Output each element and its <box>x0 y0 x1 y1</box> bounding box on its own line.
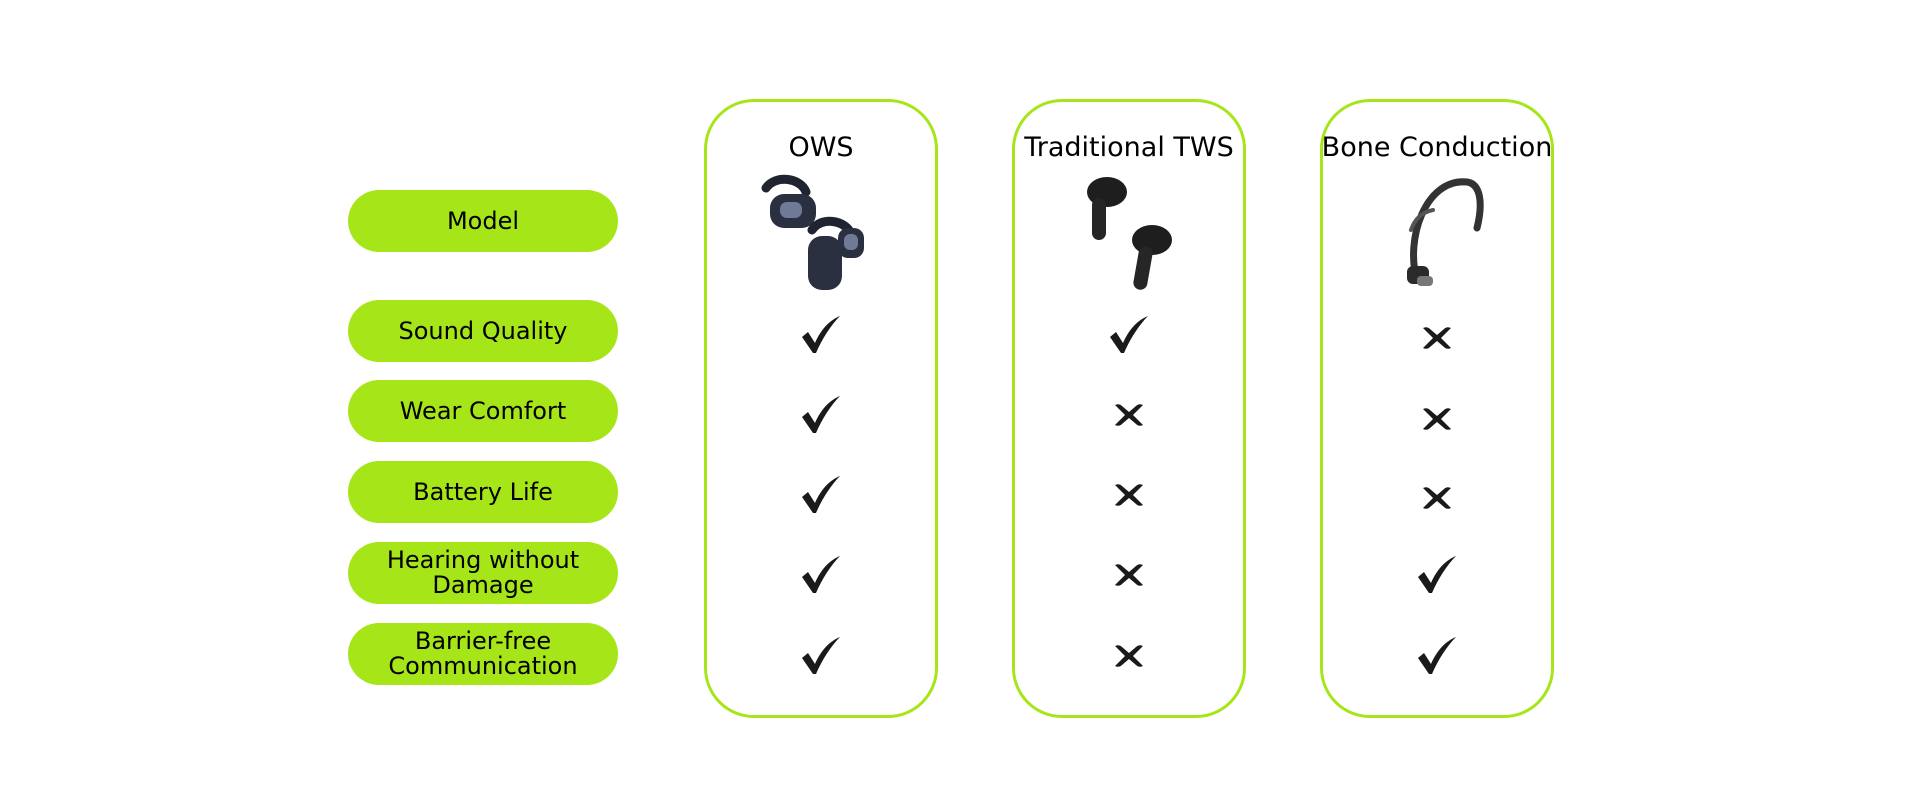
true-wireless-earbuds-icon <box>1015 170 1243 298</box>
check-icon <box>802 396 840 433</box>
mark-ows-battery-life <box>707 472 935 518</box>
column-ows: OWS <box>704 99 938 718</box>
column-traditional-tws: Traditional TWS <box>1012 99 1246 718</box>
label-sound-quality: Sound Quality <box>348 300 618 362</box>
mark-tws-battery-life <box>1015 472 1243 518</box>
bone-conduction-headphones-icon <box>1323 170 1551 298</box>
mark-tws-sound-quality <box>1015 312 1243 358</box>
mark-bone-sound-quality <box>1323 315 1551 361</box>
mark-tws-wear-comfort <box>1015 392 1243 438</box>
check-icon <box>802 316 840 353</box>
open-wearable-earbuds-icon <box>707 170 935 298</box>
label-wear-comfort: Wear Comfort <box>348 380 618 442</box>
column-title: Traditional TWS <box>1024 132 1234 163</box>
label-battery-life: Battery Life <box>348 461 618 523</box>
cross-icon <box>1115 645 1143 667</box>
check-icon <box>802 637 840 674</box>
column-bone-conduction: Bone Conduction <box>1320 99 1554 718</box>
cross-icon <box>1423 408 1451 430</box>
mark-ows-hearing-without-damage <box>707 552 935 598</box>
check-icon <box>1110 316 1148 353</box>
mark-ows-barrier-free-communication <box>707 633 935 679</box>
mark-tws-barrier-free-communication <box>1015 633 1243 679</box>
check-icon <box>1418 637 1456 674</box>
mark-tws-hearing-without-damage <box>1015 552 1243 598</box>
label-barrier-free-communication: Barrier-free Communication <box>348 623 618 685</box>
mark-bone-battery-life <box>1323 475 1551 521</box>
label-model: Model <box>348 190 618 252</box>
cross-icon <box>1423 487 1451 509</box>
mark-bone-barrier-free-communication <box>1323 633 1551 679</box>
mark-bone-hearing-without-damage <box>1323 552 1551 598</box>
cross-icon <box>1115 564 1143 586</box>
check-icon <box>802 476 840 513</box>
cross-icon <box>1115 404 1143 426</box>
mark-bone-wear-comfort <box>1323 396 1551 442</box>
check-icon <box>802 556 840 593</box>
cross-icon <box>1423 327 1451 349</box>
check-icon <box>1418 556 1456 593</box>
cross-icon <box>1115 484 1143 506</box>
mark-ows-wear-comfort <box>707 392 935 438</box>
mark-ows-sound-quality <box>707 312 935 358</box>
label-hearing-without-damage: Hearing without Damage <box>348 542 618 604</box>
column-title: OWS <box>788 132 854 163</box>
column-title: Bone Conduction <box>1321 132 1553 163</box>
